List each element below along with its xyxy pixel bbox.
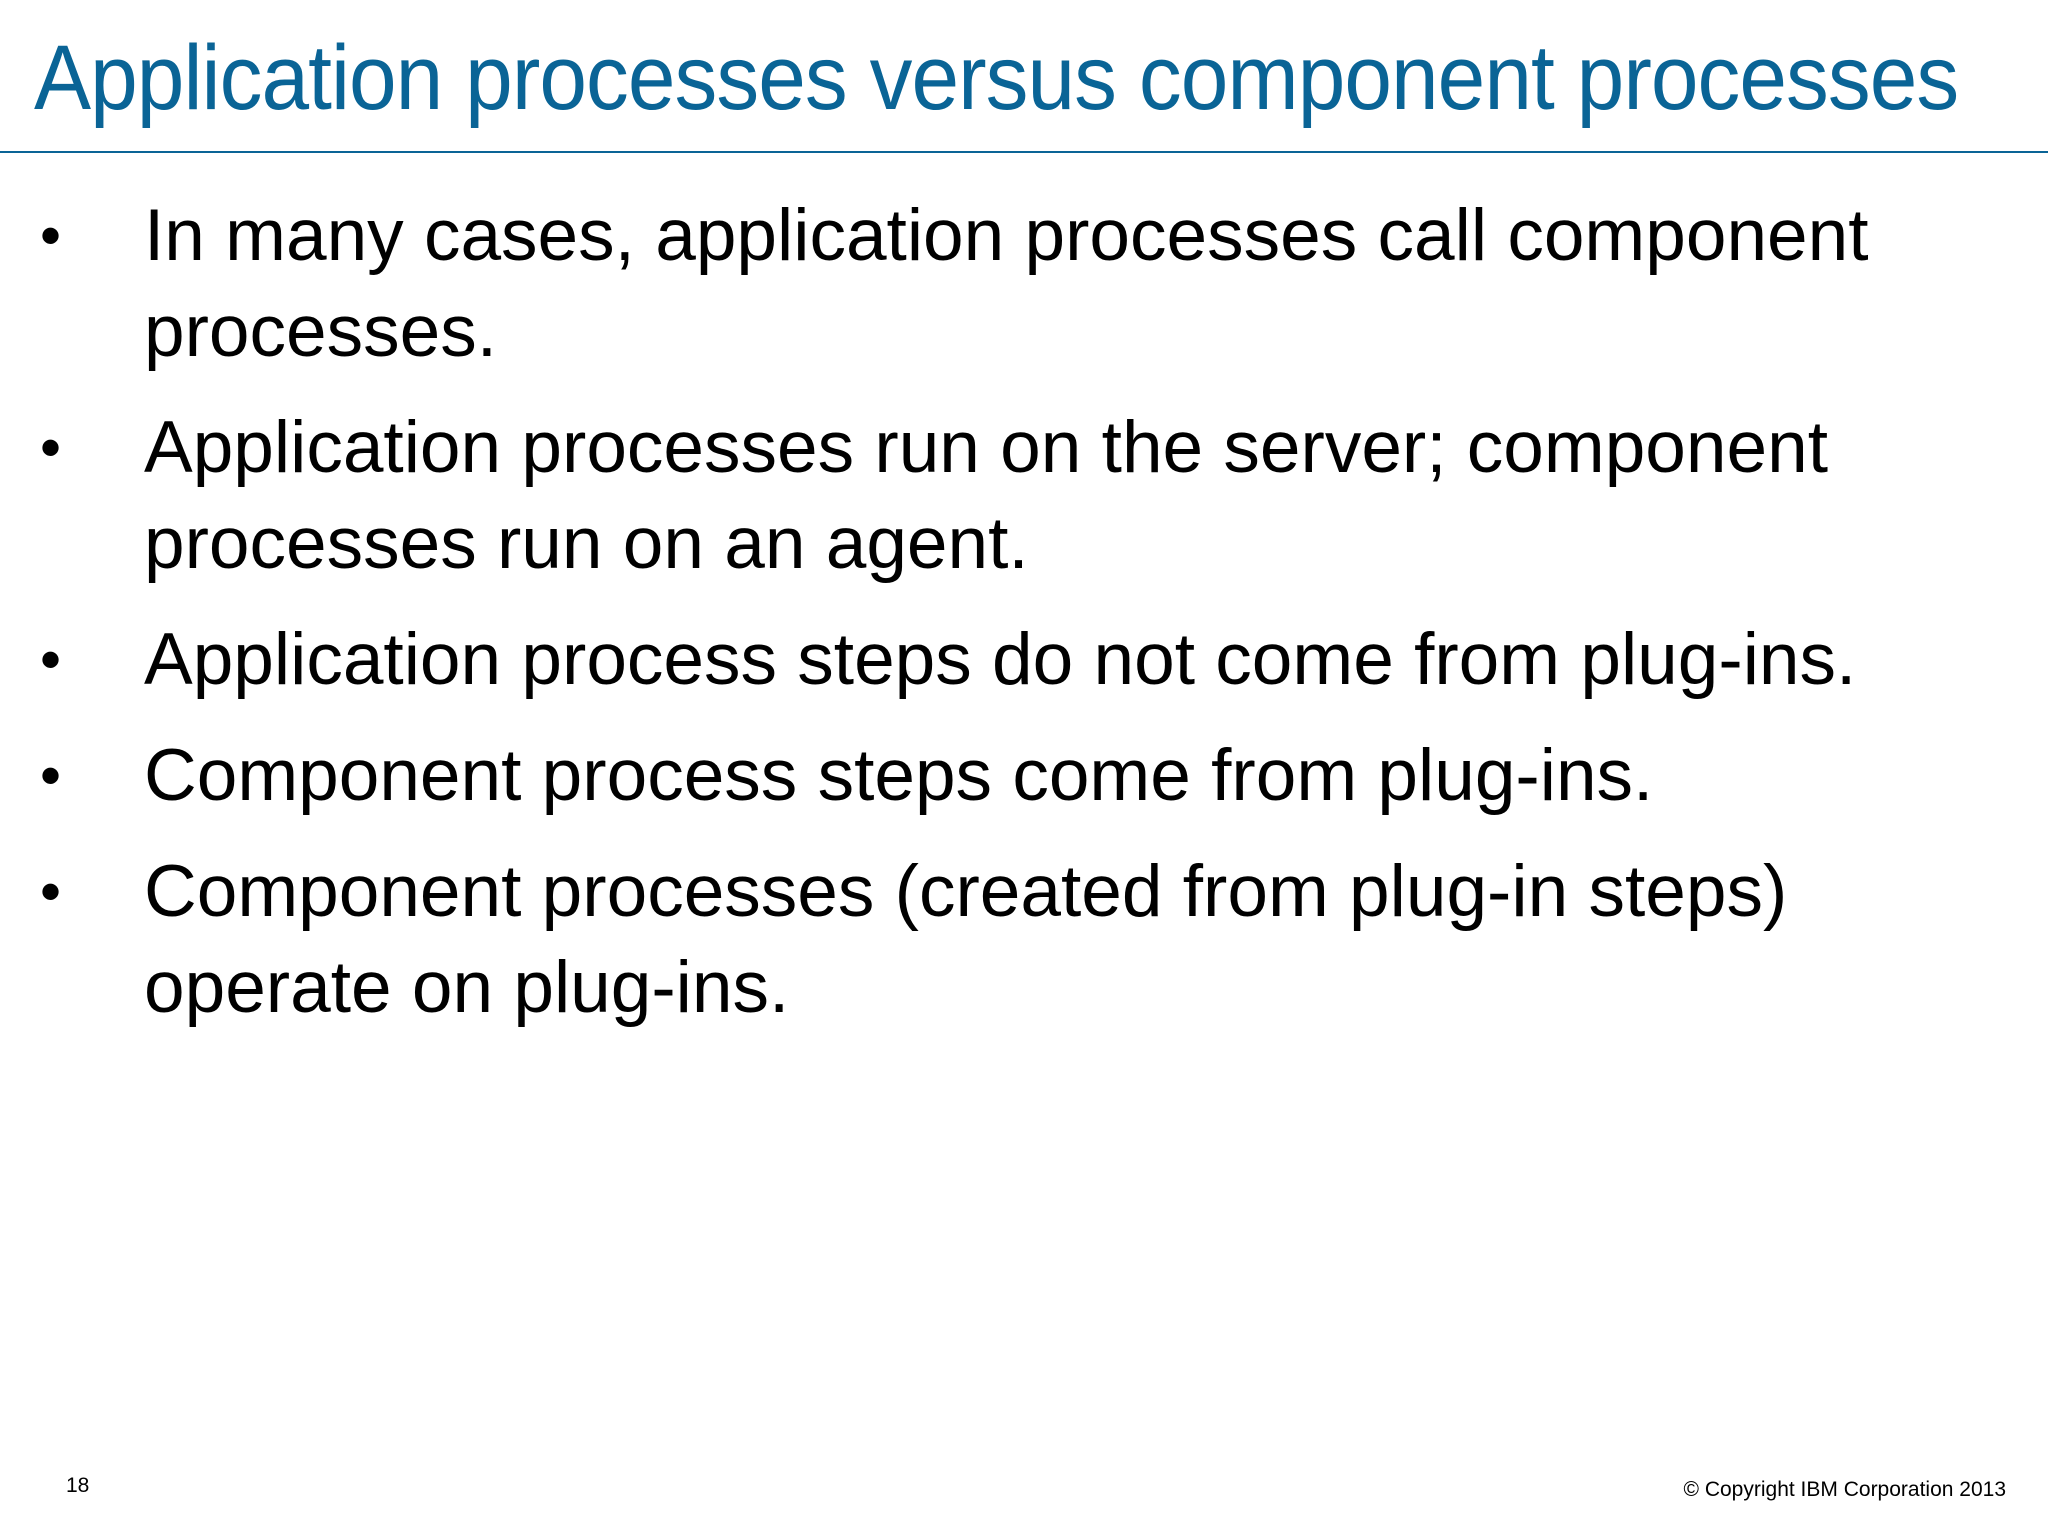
bullet-item-1: • In many cases, application processes c…: [0, 188, 2014, 380]
bullet-item-2: • Application processes run on the serve…: [0, 400, 2014, 592]
bullet-text: Component processes (created from plug-i…: [144, 851, 1788, 1028]
bullet-item-4: • Component process steps come from plug…: [0, 728, 2014, 824]
bullet-icon: •: [40, 858, 62, 925]
bullet-icon: •: [40, 202, 62, 269]
bullet-text: Application processes run on the server;…: [144, 407, 1828, 584]
page-number: 18: [66, 1474, 90, 1497]
bullet-text: Application process steps do not come fr…: [144, 619, 1857, 700]
slide-title: Application processes versus component p…: [34, 27, 1959, 129]
bullet-list: • In many cases, application processes c…: [0, 188, 2048, 1056]
bullet-text: Component process steps come from plug-i…: [144, 735, 1654, 816]
bullet-icon: •: [40, 742, 62, 809]
bullet-icon: •: [40, 626, 62, 693]
bullet-item-5: • Component processes (created from plug…: [0, 844, 2014, 1036]
bullet-item-3: • Application process steps do not come …: [0, 612, 2014, 708]
bullet-text: In many cases, application processes cal…: [144, 195, 1869, 372]
title-divider: [0, 151, 2048, 153]
bullet-icon: •: [40, 414, 62, 481]
copyright-notice: © Copyright IBM Corporation 2013: [1683, 1478, 2006, 1501]
